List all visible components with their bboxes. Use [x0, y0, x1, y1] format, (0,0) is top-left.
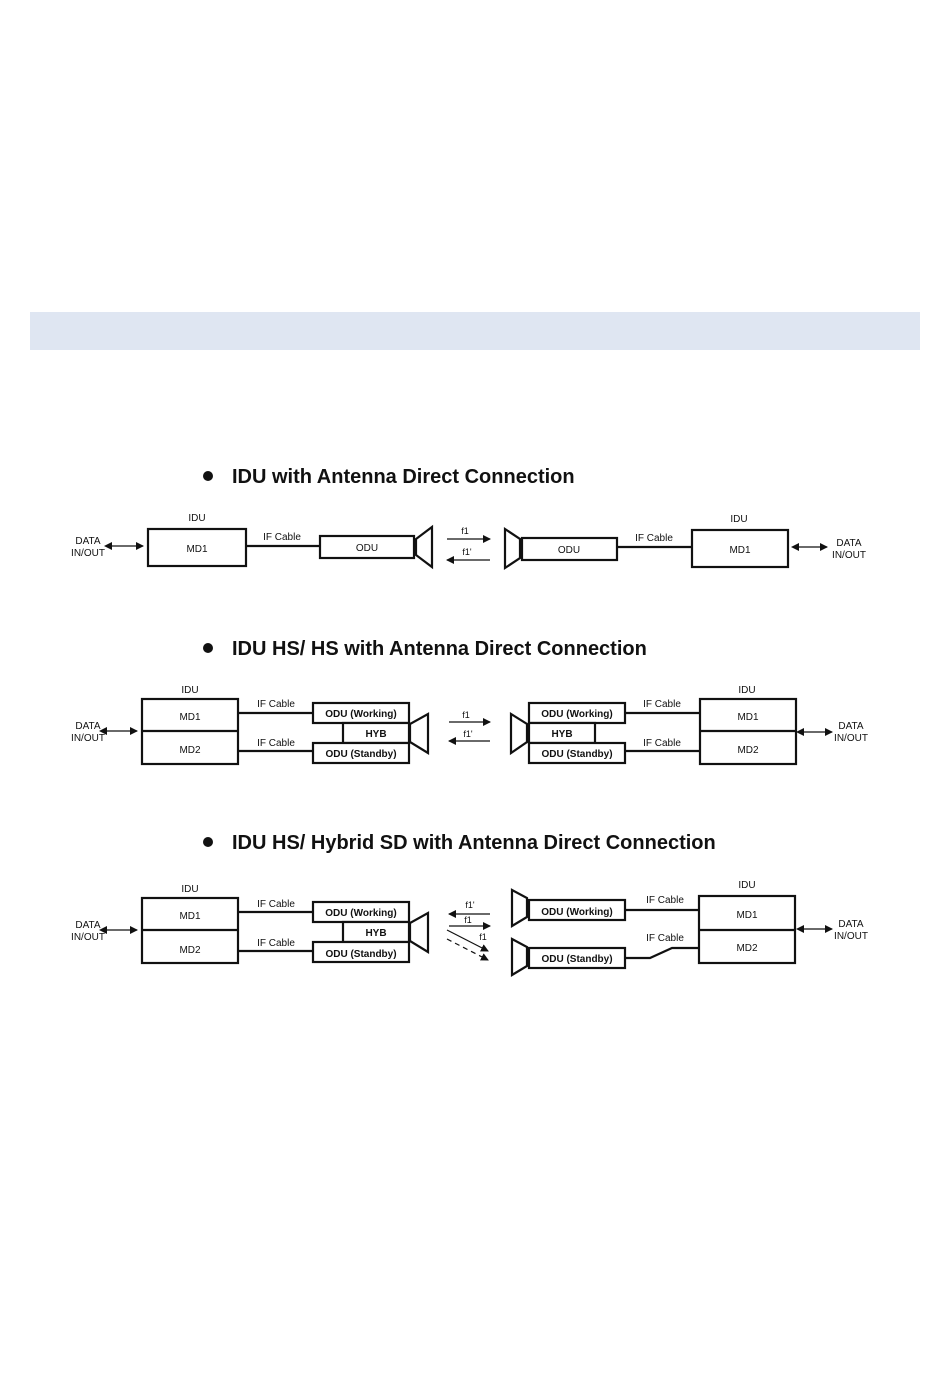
- antenna-icon: [510, 937, 529, 977]
- section-3-hybrid-sd-connection: IDU HS/ Hybrid SD with Antenna Direct Co…: [71, 832, 868, 977]
- md1-label: MD1: [729, 545, 751, 556]
- antenna-icon: [414, 524, 434, 570]
- odu-working-label: ODU (Working): [541, 709, 612, 720]
- data-label: IN/OUT: [71, 548, 105, 559]
- data-label: IN/OUT: [71, 733, 105, 744]
- data-label: IN/OUT: [834, 931, 868, 942]
- md1-box: [146, 527, 248, 568]
- idu-label: IDU: [181, 685, 198, 696]
- md1-box: [690, 528, 790, 569]
- md2-label: MD2: [179, 945, 201, 956]
- odu-standby-label: ODU (Standby): [541, 749, 612, 760]
- section-heading: IDU HS/ Hybrid SD with Antenna Direct Co…: [232, 832, 716, 854]
- idu-label: IDU: [730, 514, 747, 525]
- if-cable-label: IF Cable: [257, 938, 295, 949]
- idu-label: IDU: [188, 513, 205, 524]
- md2-label: MD2: [179, 745, 201, 756]
- md2-label: MD2: [736, 943, 758, 954]
- freq-label-rx: f1': [463, 729, 473, 739]
- data-label: DATA: [838, 721, 864, 732]
- section-1-direct-connection: IDU with Antenna Direct Connection DATA …: [71, 466, 866, 571]
- idu-label: IDU: [738, 685, 755, 696]
- freq-label-tx: f1: [464, 915, 472, 925]
- odu-standby-box: [311, 741, 411, 765]
- if-cable-label: IF Cable: [643, 738, 681, 749]
- data-label: IN/OUT: [832, 550, 866, 561]
- md1-label: MD1: [737, 712, 759, 723]
- data-label: IN/OUT: [834, 733, 868, 744]
- bullet-icon: [203, 837, 213, 847]
- section-heading: IDU with Antenna Direct Connection: [232, 466, 575, 488]
- if-cable-label: IF Cable: [643, 699, 681, 710]
- antenna-icon: [503, 526, 522, 571]
- if-cable-label: IF Cable: [635, 533, 673, 544]
- freq-label-tx-diversity: f1: [479, 932, 487, 942]
- freq-label-rx: f1': [465, 900, 475, 910]
- md1-label: MD1: [179, 911, 201, 922]
- md1-label: MD1: [736, 910, 758, 921]
- antenna-icon: [408, 712, 430, 755]
- data-label: DATA: [838, 919, 864, 930]
- section-header-band: [30, 312, 920, 350]
- odu-label: ODU: [356, 543, 378, 554]
- odu-standby-box: [311, 940, 411, 964]
- odu-standby-label: ODU (Standby): [541, 954, 612, 965]
- odu-standby-box: [527, 741, 627, 765]
- if-cable-line: [625, 946, 699, 960]
- if-cable-label: IF Cable: [646, 895, 684, 906]
- freq-label-rx: f1': [462, 547, 472, 557]
- section-2-hs-connection: IDU HS/ HS with Antenna Direct Connectio…: [71, 638, 868, 766]
- bullet-icon: [203, 471, 213, 481]
- odu-standby-label: ODU (Standby): [325, 749, 396, 760]
- data-label: DATA: [836, 538, 862, 549]
- odu-working-label: ODU (Working): [325, 709, 396, 720]
- md2-label: MD2: [737, 745, 759, 756]
- odu-label: ODU: [558, 545, 580, 556]
- data-label: IN/OUT: [71, 932, 105, 943]
- freq-label-tx: f1: [462, 710, 470, 720]
- antenna-icon: [408, 911, 430, 954]
- tx-diagonal-dashed-arrow: [446, 938, 489, 961]
- if-cable-label: IF Cable: [263, 532, 301, 543]
- md1-label: MD1: [179, 712, 201, 723]
- if-cable-label: IF Cable: [257, 899, 295, 910]
- if-cable-label: IF Cable: [646, 933, 684, 944]
- idu-label: IDU: [181, 884, 198, 895]
- antenna-icon: [510, 888, 529, 928]
- if-cable-label: IF Cable: [257, 699, 295, 710]
- hyb-label: HYB: [365, 729, 386, 740]
- antenna-icon: [509, 712, 529, 756]
- if-cable-label: IF Cable: [257, 738, 295, 749]
- section-heading: IDU HS/ HS with Antenna Direct Connectio…: [232, 638, 647, 660]
- odu-box: [318, 534, 416, 560]
- idu-label: IDU: [738, 880, 755, 891]
- md1-label: MD1: [186, 544, 208, 555]
- hyb-label: HYB: [365, 928, 386, 939]
- odu-working-label: ODU (Working): [325, 908, 396, 919]
- odu-working-label: ODU (Working): [541, 907, 612, 918]
- odu-box: [520, 536, 619, 562]
- bullet-icon: [203, 643, 213, 653]
- odu-standby-label: ODU (Standby): [325, 949, 396, 960]
- hyb-label: HYB: [551, 729, 572, 740]
- data-label: DATA: [75, 920, 101, 931]
- freq-label-tx: f1: [461, 526, 469, 536]
- tx-diagonal-arrow: [446, 929, 489, 952]
- data-label: DATA: [75, 536, 101, 547]
- data-label: DATA: [75, 721, 101, 732]
